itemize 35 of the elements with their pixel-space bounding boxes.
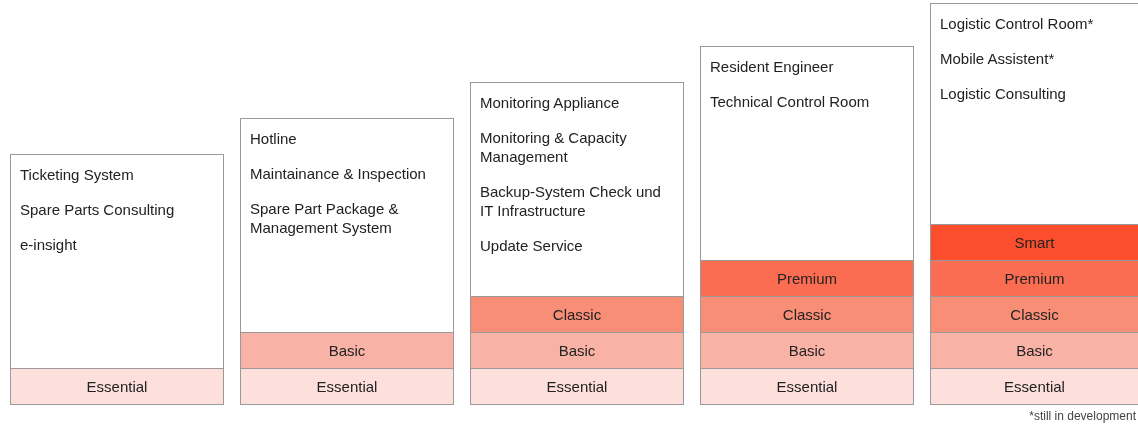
service-item: Maintainance & Inspection — [250, 164, 427, 183]
tier-band: Essential — [11, 368, 223, 404]
service-item: Hotline — [250, 129, 298, 148]
tier-band: Premium — [701, 260, 913, 296]
service-item: Logistic Consulting — [940, 84, 1067, 103]
service-item: e-insight — [20, 235, 78, 254]
service-item: Spare Part Package & Management System — [250, 199, 400, 237]
tier-column — [470, 82, 684, 405]
tier-band: Basic — [241, 332, 453, 368]
tier-column — [240, 118, 454, 405]
service-item: Mobile Assistent* — [940, 49, 1056, 68]
tier-band: Essential — [701, 368, 913, 404]
tier-band: Basic — [931, 332, 1138, 368]
tier-band: Classic — [931, 296, 1138, 332]
tier-band: Premium — [931, 260, 1138, 296]
tier-band: Basic — [701, 332, 913, 368]
service-item: Spare Parts Consulting — [20, 200, 176, 219]
service-item: Monitoring & Capacity Management — [480, 128, 628, 166]
tier-band: Essential — [471, 368, 683, 404]
service-item: Monitoring Appliance — [480, 93, 621, 112]
tier-column — [10, 154, 224, 405]
tier-column — [930, 3, 1138, 405]
service-item: Update Service — [480, 236, 584, 255]
service-item: Backup-System Check und IT Infrastructure — [480, 182, 662, 220]
tier-band: Essential — [241, 368, 453, 404]
service-item: Technical Control Room — [710, 92, 871, 111]
tier-band: Basic — [471, 332, 683, 368]
service-item: Ticketing System — [20, 165, 135, 184]
tier-band: Smart — [931, 224, 1138, 260]
tier-band: Essential — [931, 368, 1138, 404]
service-item: Resident Engineer — [710, 57, 835, 76]
service-item: Logistic Control Room* — [940, 14, 1095, 33]
tier-column — [700, 46, 914, 405]
tier-band: Classic — [701, 296, 913, 332]
tier-band: Classic — [471, 296, 683, 332]
